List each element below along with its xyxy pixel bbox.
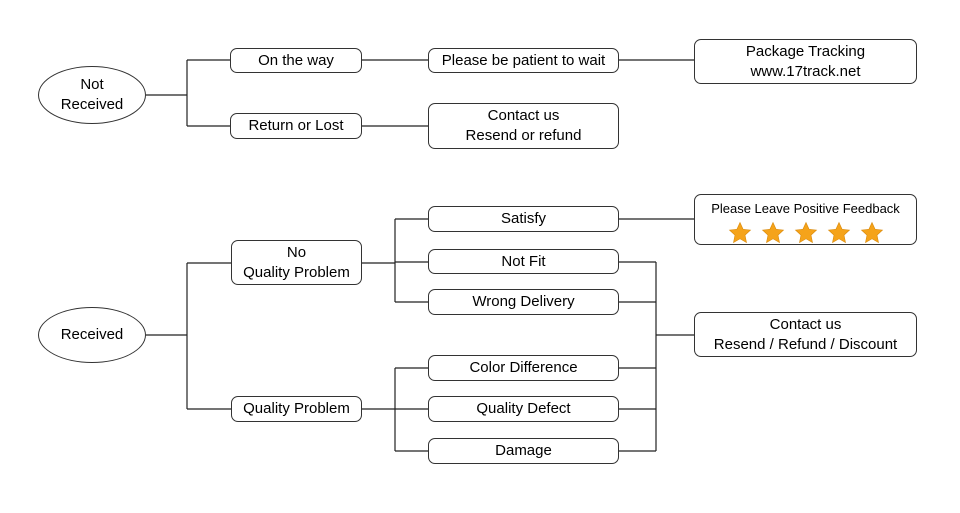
node-label-line1: Contact us — [487, 107, 560, 124]
node-label: On the way — [258, 51, 334, 69]
quality-defect-node: Quality Defect — [428, 396, 619, 422]
feedback-text: Please Leave Positive Feedback — [711, 201, 900, 216]
node-label-line1: Contact us — [769, 315, 842, 333]
contact-resend-refund-node: Contact us Resend or refund — [428, 103, 619, 149]
node-label: Quality Problem — [243, 400, 350, 417]
contact-resend-refund-discount-node: Contact us Resend / Refund / Discount — [694, 312, 917, 357]
not-fit-node: Not Fit — [428, 249, 619, 274]
star-icon — [860, 221, 883, 244]
node-label-line2: Resend / Refund / Discount — [713, 335, 898, 353]
node-label: Received — [60, 326, 124, 343]
node-label: Not Fit — [501, 252, 546, 270]
wrong-delivery-node: Wrong Delivery — [428, 289, 619, 315]
node-label-line1: Package Tracking — [745, 42, 866, 60]
star-icon — [827, 221, 850, 244]
patient-wait-node: Please be patient to wait — [428, 48, 619, 73]
star-icon — [728, 221, 751, 244]
node-label: Damage — [495, 442, 552, 459]
node-label-line1: No — [286, 243, 307, 261]
damage-node: Damage — [428, 438, 619, 464]
node-label-line2: Received — [60, 96, 124, 113]
not-received-node: Not Received — [38, 66, 146, 124]
on-the-way-node: On the way — [230, 48, 362, 73]
node-label: Wrong Delivery — [472, 293, 575, 310]
positive-feedback-node: Please Leave Positive Feedback — [694, 194, 917, 245]
node-label-line2: Quality Problem — [243, 263, 350, 281]
node-label: Please be patient to wait — [441, 51, 606, 69]
rating-stars — [728, 221, 884, 245]
satisfy-node: Satisfy — [428, 206, 619, 232]
node-label-line1: Not — [80, 76, 104, 93]
return-or-lost-node: Return or Lost — [230, 113, 362, 139]
quality-problem-node: Quality Problem — [231, 396, 362, 422]
received-node: Received — [38, 307, 146, 363]
node-label: Return or Lost — [248, 117, 344, 134]
node-label: Satisfy — [500, 210, 546, 227]
star-icon — [794, 221, 817, 244]
no-quality-problem-node: No Quality Problem — [231, 240, 362, 285]
color-difference-node: Color Difference — [428, 355, 619, 381]
node-label: Quality Defect — [476, 400, 571, 417]
star-icon — [761, 221, 784, 244]
node-label-line2: Resend or refund — [465, 127, 582, 144]
package-tracking-node: Package Tracking www.17track.net — [694, 39, 917, 84]
node-label: Color Difference — [469, 359, 578, 376]
tracking-url: www.17track.net — [750, 62, 861, 80]
